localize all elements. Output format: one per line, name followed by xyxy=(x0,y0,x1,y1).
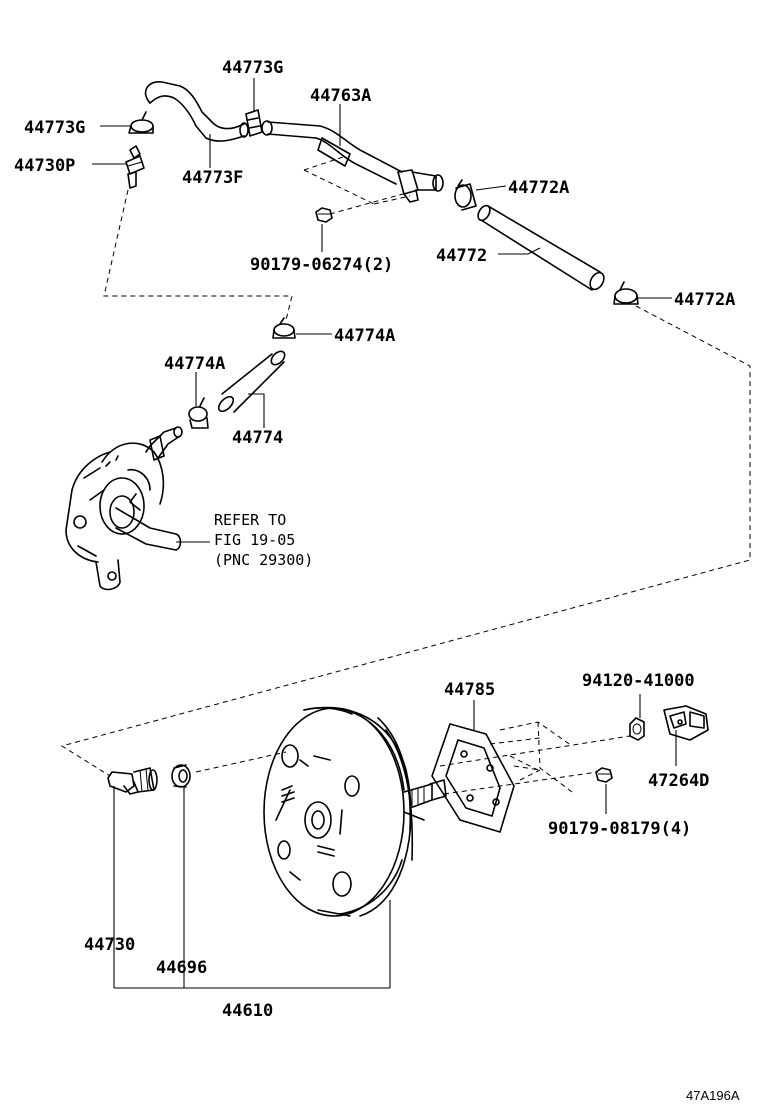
dashed-outline-44763a xyxy=(303,155,411,215)
clip-44774a-upper xyxy=(272,317,296,339)
label-44774: 44774 xyxy=(232,428,283,448)
clip-44772a-upper xyxy=(454,179,477,211)
clevis-47264d xyxy=(663,705,709,741)
check-valve-44730 xyxy=(107,767,158,795)
label-44696: 44696 xyxy=(156,958,207,978)
vacuum-pump xyxy=(65,426,183,591)
clip-44773g-top xyxy=(245,109,273,137)
label-44774a-upper: 44774A xyxy=(334,326,395,346)
nut-94120-41000 xyxy=(629,717,645,741)
label-44773f: 44773F xyxy=(182,168,243,188)
label-44730: 44730 xyxy=(84,935,135,955)
note-pnc: (PNC 29300) xyxy=(214,551,313,569)
label-44610: 44610 xyxy=(222,1001,273,1021)
note-fig: FIG 19-05 xyxy=(214,531,295,549)
note-refer-to: REFER TO xyxy=(214,511,286,529)
label-90179-06274: 90179-06274(2) xyxy=(250,255,393,275)
label-44773g-top: 44773G xyxy=(222,58,283,78)
brake-booster-44610 xyxy=(263,706,447,917)
label-94120-41000: 94120-41000 xyxy=(582,671,695,691)
label-44785: 44785 xyxy=(444,680,495,700)
clip-44774a-lower xyxy=(188,397,209,429)
hose-44773f xyxy=(144,81,249,142)
label-90179-08179: 90179-08179(4) xyxy=(548,819,691,839)
dashed-box-bracket xyxy=(439,721,631,795)
label-44763a: 44763A xyxy=(310,86,371,106)
label-44774a-lower: 44774A xyxy=(164,354,225,374)
grommet-44696 xyxy=(171,764,191,788)
label-44772a-lower: 44772A xyxy=(674,290,735,310)
hose-44772 xyxy=(477,204,605,291)
leader-lines xyxy=(92,78,677,989)
hose-44774 xyxy=(217,350,286,413)
clip-44772a-lower xyxy=(613,281,639,305)
diagram-code: 47A196A xyxy=(686,1088,740,1103)
check-valve-44730p xyxy=(125,145,145,189)
dashed-connection-lines xyxy=(60,189,751,777)
clip-44773g-left xyxy=(128,111,154,134)
label-44772a-upper: 44772A xyxy=(508,178,569,198)
label-44772: 44772 xyxy=(436,246,487,266)
gasket-44785 xyxy=(431,723,515,833)
nut-90179-08179 xyxy=(595,767,613,783)
label-44773g-left: 44773G xyxy=(24,118,85,138)
label-44730p: 44730P xyxy=(14,156,75,176)
dashed-line-grommet-booster xyxy=(195,751,287,773)
hose-44763a xyxy=(267,121,444,203)
nut-90179-06274 xyxy=(315,207,333,223)
label-47264d: 47264D xyxy=(648,771,709,791)
